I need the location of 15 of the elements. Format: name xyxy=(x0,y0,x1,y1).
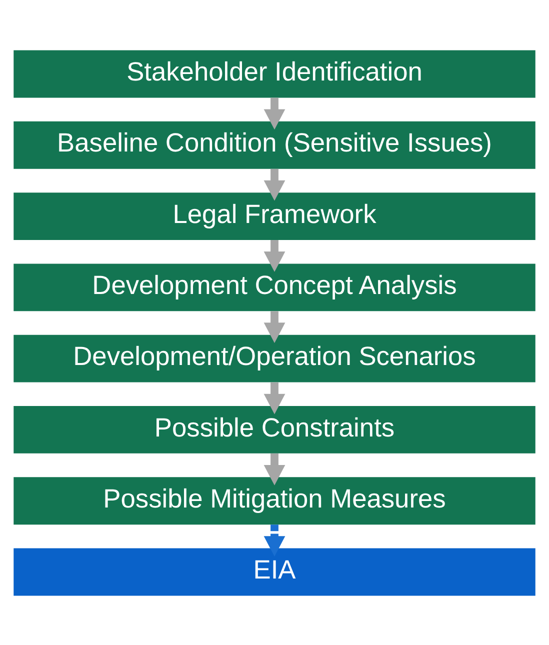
arrow xyxy=(264,97,286,130)
arrow xyxy=(264,452,286,485)
node-box: Legal Framework xyxy=(14,192,536,240)
arrow xyxy=(264,382,286,414)
node-box: Possible Constraints xyxy=(14,406,536,453)
arrow xyxy=(264,310,286,343)
node-box: EIA xyxy=(14,548,536,596)
arrow xyxy=(264,168,286,200)
arrow xyxy=(264,524,286,556)
node-box: Development Concept Analysis xyxy=(14,263,536,311)
arrow xyxy=(264,240,286,272)
node-box: Possible Mitigation Measures xyxy=(14,476,536,524)
node-box: Baseline Condition (Sensitive Issues) xyxy=(14,120,536,168)
node-box: Stakeholder Identification xyxy=(14,50,536,98)
node-box: Development/Operation Scenarios xyxy=(14,334,536,382)
